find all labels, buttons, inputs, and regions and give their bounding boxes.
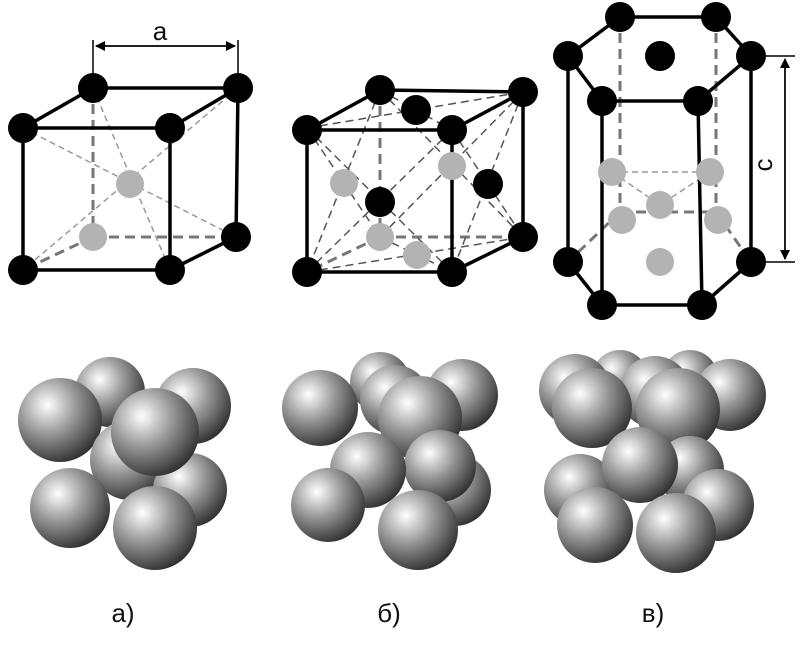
corner-atom <box>292 115 322 145</box>
corner-atom <box>365 75 395 105</box>
corner-atom <box>736 247 766 277</box>
sphere <box>602 427 678 503</box>
corner-atom <box>553 41 583 71</box>
corner-atom <box>701 2 731 32</box>
sphere <box>636 368 720 452</box>
center-atom <box>116 170 144 198</box>
label-hcp: в) <box>642 598 664 628</box>
fcc-sphere-model <box>282 352 498 570</box>
inner-atom <box>646 191 674 219</box>
fcc-unit-cell <box>292 75 538 287</box>
dimension-a-label: a <box>153 16 168 46</box>
corner-atom <box>553 247 583 277</box>
label-bcc: а) <box>111 598 134 628</box>
face-atom <box>401 95 431 125</box>
corner-atom <box>221 222 251 252</box>
hcp-unit-cell: c <box>553 2 795 320</box>
label-fcc: б) <box>377 598 401 628</box>
inner-atom <box>646 248 674 276</box>
corner-atom <box>587 86 617 116</box>
dimension-c-label: c <box>748 159 778 172</box>
inner-atom <box>704 206 732 234</box>
sphere <box>636 493 716 573</box>
corner-atom <box>8 255 38 285</box>
sphere <box>557 487 633 563</box>
corner-atom <box>683 86 713 116</box>
corner-atom <box>437 115 467 145</box>
sphere <box>111 388 199 476</box>
inner-atom <box>79 223 107 251</box>
top-center-atom <box>645 41 675 71</box>
sphere <box>282 370 358 446</box>
corner-atom <box>78 73 108 103</box>
inner-atom <box>366 223 394 251</box>
dimension-c: c <box>748 55 795 263</box>
corner-atom <box>605 2 635 32</box>
inner-atom <box>598 158 626 186</box>
face-atom <box>473 169 503 199</box>
corner-atom <box>155 255 185 285</box>
face-atom <box>365 187 395 217</box>
hcp-sphere-model <box>539 350 766 573</box>
bcc-unit-cell: a <box>8 16 253 285</box>
sphere <box>552 368 632 448</box>
corner-atom <box>508 77 538 107</box>
corner-atom <box>587 290 617 320</box>
sphere <box>404 430 476 502</box>
corner-atom <box>508 222 538 252</box>
corner-atom <box>687 290 717 320</box>
sphere <box>30 468 110 548</box>
corner-atom <box>8 113 38 143</box>
bcc-sphere-model <box>18 357 231 570</box>
inner-atom <box>696 158 724 186</box>
inner-atom <box>608 206 636 234</box>
corner-atom <box>223 73 253 103</box>
sphere <box>291 468 365 542</box>
sphere <box>18 378 102 462</box>
corner-atom <box>736 41 766 71</box>
inner-atom <box>330 169 358 197</box>
inner-atom <box>438 152 466 180</box>
corner-atom <box>437 257 467 287</box>
sphere <box>113 486 197 570</box>
inner-atom <box>403 241 431 269</box>
corner-atom <box>155 113 185 143</box>
sphere <box>378 490 458 570</box>
corner-atom <box>292 257 322 287</box>
dimension-a: a <box>92 16 239 86</box>
